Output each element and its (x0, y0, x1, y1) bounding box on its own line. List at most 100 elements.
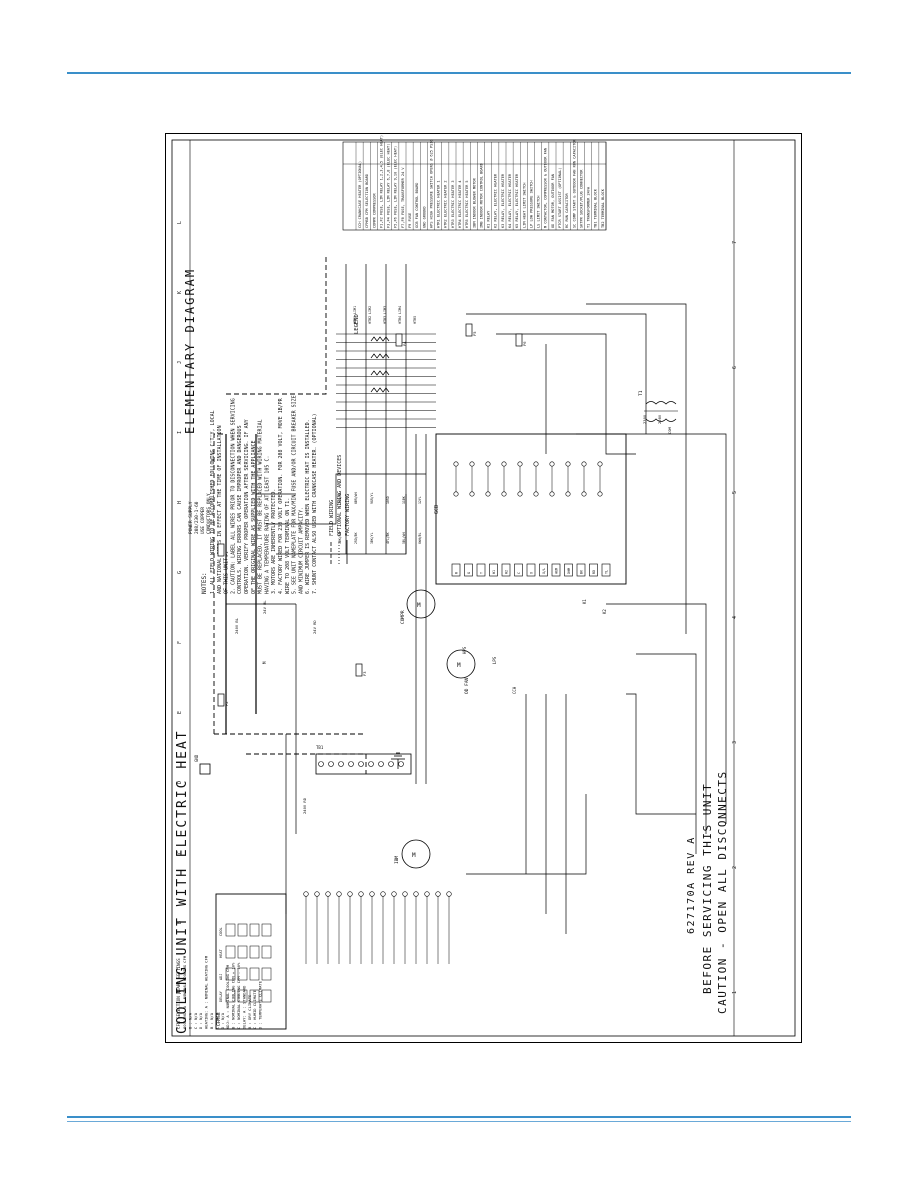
gcb-terminal-label: BK (580, 569, 584, 574)
header-rule (67, 72, 851, 74)
gcb-terminal-label-wrap: G (467, 572, 471, 574)
gcb-contact (469, 491, 475, 497)
note-line: WIRE TO 208 VOLT TERMINAL ON T1. (285, 498, 291, 594)
factory-wiring (225, 264, 727, 934)
gcb-contact (517, 491, 523, 497)
legend-row-wrap: LIM HEAT LIMIT SWITCH (522, 183, 526, 228)
cfm-setting-line: D : N/A (198, 1012, 203, 1029)
fuse-label: F5 (472, 331, 477, 336)
tb-circle (369, 891, 375, 897)
grid-letter-wrap: K (177, 291, 183, 294)
grid-letter: I (177, 431, 183, 434)
gcb-contact (565, 491, 571, 497)
gcb-terminal-label-wrap: Y (480, 572, 484, 574)
wire-label-wrap: 11BK (402, 496, 406, 504)
gcb-contact (485, 461, 491, 467)
tb-circle (402, 891, 408, 897)
component-label-lps-wrap: LPS (492, 656, 497, 664)
gcb-terminal (514, 563, 523, 577)
legend-row: LS LIMIT SWITCH (537, 196, 541, 228)
title-right: ELEMENTARY DIAGRAM (183, 268, 197, 434)
note-line: HAVING A TEMPERATURE RATING OF AT LEAST … (264, 456, 270, 594)
wire-label-wrap: 12YL (418, 496, 422, 504)
gcb-label-wrap: GCB (434, 505, 440, 514)
fuse-symbol (515, 333, 523, 347)
cfmsb-pin (249, 989, 260, 1003)
gcb-terminal-label: R (455, 571, 459, 574)
tb1-terminal (398, 761, 404, 767)
voltage-label-wrap: 208V (657, 414, 662, 424)
legend-row-wrap: F9 FUSE (408, 213, 412, 228)
cfmsb-pin (237, 967, 248, 981)
legend-row: CCH CRANKCASE HEATER (OPTIONAL) (358, 161, 362, 228)
fuse-symbol (217, 543, 225, 557)
legend-row: TB1 TERMINAL BLOCK (594, 188, 598, 228)
voltage-label-wrap: 230V (642, 414, 647, 424)
legend-row-wrap: IBM INDOOR BLOWER MOTOR (472, 177, 476, 228)
wire-p (626, 693, 696, 815)
gcb-terminal (501, 563, 511, 577)
note-line: CONTROLS. WIRING ERRORS CAN CAUSE IMPROP… (237, 425, 243, 594)
legend-row: HTR3 ELECTRIC HEATER 3 (451, 180, 455, 228)
heater-resistor (370, 336, 390, 342)
legend-grid (343, 142, 607, 230)
legend-row-wrap: TB2 TERMINAL BLOCK (601, 188, 605, 228)
grid-letter-wrap: I (177, 431, 183, 434)
cfmsb-pin (261, 989, 272, 1003)
legend-row-wrap: COMPR COMPRESSOR (372, 193, 376, 228)
cfmsb-pin (249, 945, 260, 959)
fuse-label-wrap: F4 (402, 341, 407, 346)
legend-row-wrap: F5,F6 FUSE, LIM RELAY 9,10 (ELEC HEAT) (394, 146, 398, 228)
note-line: 7. SHUNT CONTACT ALSO USED WITH CRANKCAS… (312, 413, 318, 594)
grid-number-wrap: 2 (732, 866, 738, 869)
caution-line1: CAUTION - OPEN ALL DISCONNECTS (716, 770, 729, 1014)
odfan-label: OD FAN (464, 677, 470, 694)
legend-row-wrap: F3,F4 FUSE, LIM RELAY 6,7,8 (ELEC HEAT) (387, 144, 391, 228)
ibm-label-wrap: IBM (394, 856, 400, 864)
legend-row: F3,F4 FUSE, LIM RELAY 6,7,8 (ELEC HEAT) (387, 144, 391, 228)
cfm-setting-line: DELAY: A : STANDARD (241, 985, 246, 1029)
cfmsb-outline (215, 893, 287, 1030)
grid-letter-wrap: F (177, 641, 183, 644)
gcb-label: GCB (434, 505, 440, 514)
power-supply-line4: CONDUCTORS ONLY (206, 493, 212, 534)
legend-row: LP LOW PRESSURE SWITCH (529, 180, 533, 228)
grid-letter: D (177, 781, 183, 784)
compressor: M COMPR (400, 589, 436, 624)
legend-row-wrap: K1 RELAY (487, 210, 491, 228)
component-label-k2-wrap: K2 (602, 609, 607, 614)
cfmsb-pin (225, 967, 236, 981)
title-left: COOLING UNIT WITH ELECTRIC HEAT (175, 729, 190, 1034)
legend-row-wrap: K3 RELAY, ELECTRIC HEATER (501, 173, 505, 228)
tb1-terminal-block: TB1 (315, 745, 412, 775)
legend-row: OD FAN MOTOR, OUTDOOR FAN (551, 174, 555, 228)
legend-row: F9 FUSE (408, 213, 412, 228)
component-label-m: M (262, 661, 267, 664)
legend-row-wrap: K4 RELAY, ELECTRIC HEATER (508, 173, 512, 228)
inner-frame (171, 139, 796, 1037)
heater-label-wrap: LIM4 (398, 306, 402, 314)
gcb-contact (597, 461, 603, 467)
fuse-label: F1 (224, 551, 229, 556)
component-label-k1-wrap: K1 (582, 599, 587, 604)
cfm-setting-line: B : NOMINAL COOLING CFM + 10% (231, 962, 236, 1029)
gcb-terminal-label-wrap: W2 (505, 570, 509, 574)
notes-header: NOTES: (201, 572, 208, 594)
od-fan-letter: M (457, 662, 461, 669)
power-supply-line2: 208/230-1-60 (194, 501, 200, 534)
cfmsb-pin (249, 967, 260, 981)
gcb-terminal-label: HUM (555, 568, 559, 574)
cfm-setting-line: D : TEMPERATE CLIMATE (258, 980, 263, 1029)
gcb-contact (549, 491, 555, 497)
gcb-terminal-label: X/L (542, 568, 546, 574)
grid-letter-wrap: J (177, 361, 183, 364)
note-line: 3. MOTORS ARE INHERENTLY PROTECTED. (271, 489, 277, 594)
ibm-letter: M (412, 852, 416, 859)
gnd-box-outline (199, 763, 211, 775)
heater-resistor (370, 370, 390, 376)
gcb-terminal-label-wrap: DHM (567, 568, 571, 574)
note-line: 4. FACTORY WIRED FOR 230 VOLT OPERATION.… (278, 397, 284, 594)
